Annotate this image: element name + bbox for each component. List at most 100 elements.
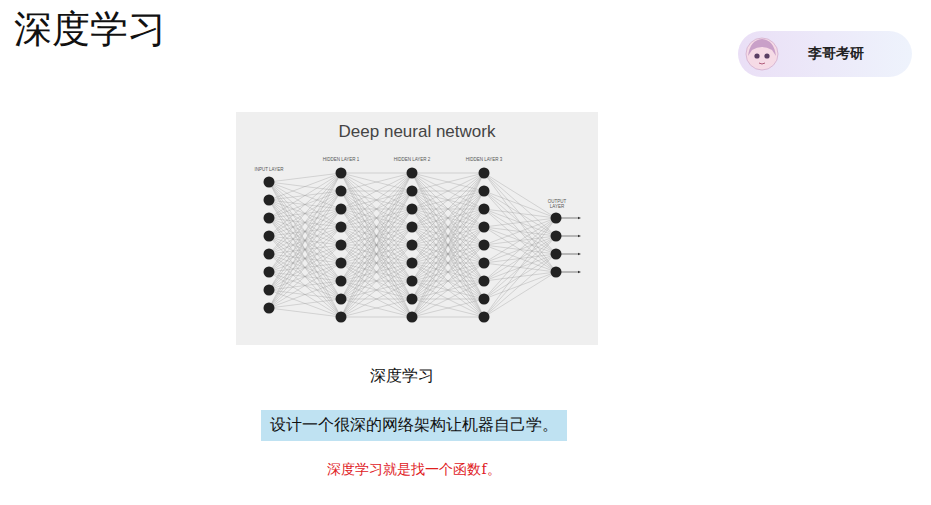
layer-label: HIDDEN LAYER 3 [466, 158, 503, 163]
neuron [479, 312, 490, 323]
neuron [407, 294, 418, 305]
weight-line [341, 173, 412, 317]
figure-caption: 深度学习 [370, 366, 434, 387]
weight-line [269, 173, 341, 182]
weight-line [412, 227, 484, 317]
weight-line [412, 173, 484, 191]
weight-line [341, 173, 412, 209]
neuron [264, 177, 275, 188]
weight-line [484, 209, 556, 254]
weight-line [269, 254, 341, 317]
weight-line [341, 245, 412, 317]
weight-line [484, 218, 556, 263]
weight-line [484, 272, 556, 317]
neuron [407, 204, 418, 215]
weight-line [484, 191, 556, 236]
neuron [407, 222, 418, 233]
neuron [479, 204, 490, 215]
weight-line [341, 173, 412, 245]
weight-line [484, 254, 556, 317]
weight-line [412, 173, 484, 209]
weight-line [412, 191, 484, 317]
weight-line [341, 191, 412, 317]
weight-line [341, 173, 412, 317]
weight-line [269, 182, 341, 317]
neuron [336, 294, 347, 305]
weight-line [269, 173, 341, 254]
image-panel: Deep neural network [236, 112, 598, 345]
weight-line [341, 209, 412, 317]
neuron [407, 186, 418, 197]
weight-line [412, 281, 484, 317]
weight-line [269, 191, 341, 308]
weight-line [341, 173, 412, 174]
output-arrowhead [578, 217, 581, 219]
node-text: Deep neural network [339, 122, 496, 142]
neuron [407, 168, 418, 179]
neuron [479, 276, 490, 287]
weight-line [269, 218, 341, 317]
neuron [336, 204, 347, 215]
weight-line [269, 236, 341, 317]
weight-line [412, 263, 484, 317]
weight-line [412, 173, 484, 245]
node-text: 李哥考研 [808, 45, 864, 63]
weight-line [341, 299, 412, 317]
weight-line [412, 317, 484, 318]
neuron [479, 168, 490, 179]
weight-line [269, 209, 341, 308]
weight-line [341, 281, 412, 317]
neuron [479, 258, 490, 269]
weight-line [341, 263, 412, 317]
weight-line [412, 245, 484, 317]
weight-line [341, 173, 412, 191]
weight-line [269, 173, 341, 272]
weight-line [484, 191, 556, 218]
weight-line [341, 263, 412, 317]
neuron [264, 267, 275, 278]
weight-line [412, 173, 484, 209]
weight-line [341, 173, 412, 263]
weight-line [412, 173, 484, 263]
weight-line [269, 272, 341, 317]
weight-line [412, 209, 484, 317]
weight-line [484, 218, 556, 245]
neuron [264, 249, 275, 260]
neuron [551, 231, 562, 242]
output-arrowhead [578, 235, 581, 237]
weight-line [269, 308, 341, 317]
weight-line [412, 173, 484, 299]
neuron [336, 222, 347, 233]
weight-line [341, 173, 412, 299]
weight-line [412, 299, 484, 317]
weight-line [341, 173, 412, 263]
weight-line [341, 245, 412, 317]
weight-line [341, 173, 412, 209]
weight-line [484, 209, 556, 218]
weight-line [412, 191, 484, 317]
neuron [264, 231, 275, 242]
weight-line [269, 227, 341, 308]
slide-title: 深度学习 [14, 4, 166, 55]
weight-line [341, 317, 412, 318]
weight-line [269, 281, 341, 308]
weight-line [341, 173, 412, 299]
neuron [551, 267, 562, 278]
weight-line [484, 218, 556, 227]
weight-line [269, 173, 341, 200]
weight-line [269, 299, 341, 308]
weight-line [484, 173, 556, 254]
weight-line [412, 173, 484, 245]
neuron [336, 276, 347, 287]
weight-line [341, 173, 412, 245]
weight-line [341, 173, 412, 227]
neuron [336, 312, 347, 323]
neuron [336, 168, 347, 179]
illustration-ground [236, 112, 598, 345]
weight-line [412, 173, 484, 299]
neuron [407, 276, 418, 287]
neuron [479, 222, 490, 233]
weight-line [412, 173, 484, 317]
neuron [551, 213, 562, 224]
weight-line [341, 227, 412, 317]
